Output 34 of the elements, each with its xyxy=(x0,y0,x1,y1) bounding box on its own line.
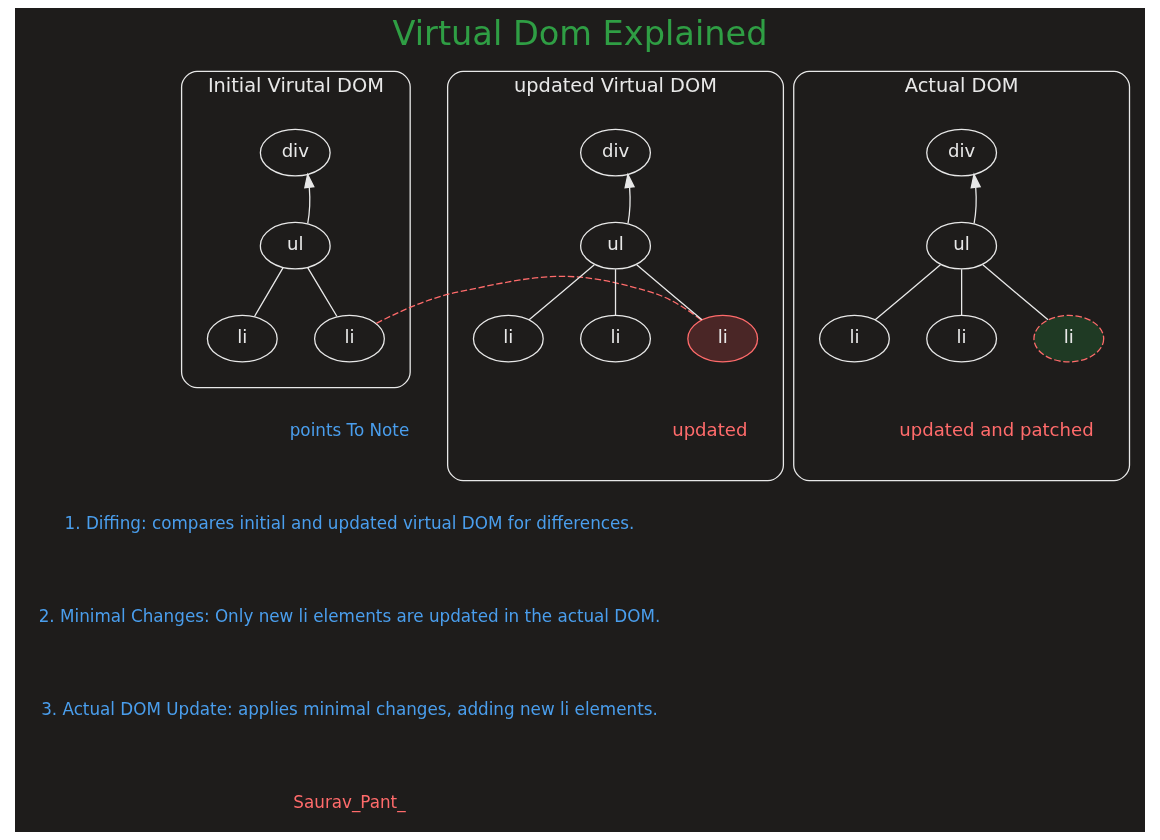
connector xyxy=(614,268,617,316)
arrow xyxy=(304,172,315,224)
arrow xyxy=(970,172,982,224)
node-ellipse: div xyxy=(580,128,652,177)
connector xyxy=(306,266,338,317)
node-ellipse: li xyxy=(472,314,544,363)
node-ellipse: li xyxy=(926,314,998,363)
node-ellipse: li xyxy=(818,314,890,363)
connector xyxy=(874,264,942,321)
node-label: updated and patched xyxy=(899,419,1094,441)
node-ellipse: div xyxy=(926,128,998,177)
node-label: updated xyxy=(672,419,748,441)
node-ellipse: div xyxy=(259,128,331,177)
label: 1. Diffing: compares initial and updated virtual DOM for differences. xyxy=(64,513,635,533)
label: 3. Actual DOM Update: applies minimal changes, adding new li elements. xyxy=(41,698,658,719)
label: 2. Minimal Changes: Only new li elements are updated in the actual DOM. xyxy=(38,605,661,626)
arrow xyxy=(624,172,636,224)
node-ellipse: ul xyxy=(580,221,652,270)
connector xyxy=(375,275,702,324)
node-ellipse: li xyxy=(1033,314,1105,363)
connector xyxy=(960,268,963,316)
node-ellipse: ul xyxy=(926,221,998,270)
label: points To Note xyxy=(289,420,410,441)
node-ellipse: li xyxy=(206,314,278,363)
connector xyxy=(982,264,1049,321)
node-ellipse: ul xyxy=(259,221,331,270)
connector xyxy=(528,264,595,321)
label: Saurav_Pant_ xyxy=(293,791,406,812)
node-ellipse: li xyxy=(313,314,385,363)
node-ellipse: li xyxy=(687,314,759,363)
diagram-title: Virtual Dom Explained xyxy=(392,14,768,54)
connector xyxy=(253,267,284,318)
node-ellipse: li xyxy=(580,314,652,363)
connector xyxy=(636,264,703,321)
